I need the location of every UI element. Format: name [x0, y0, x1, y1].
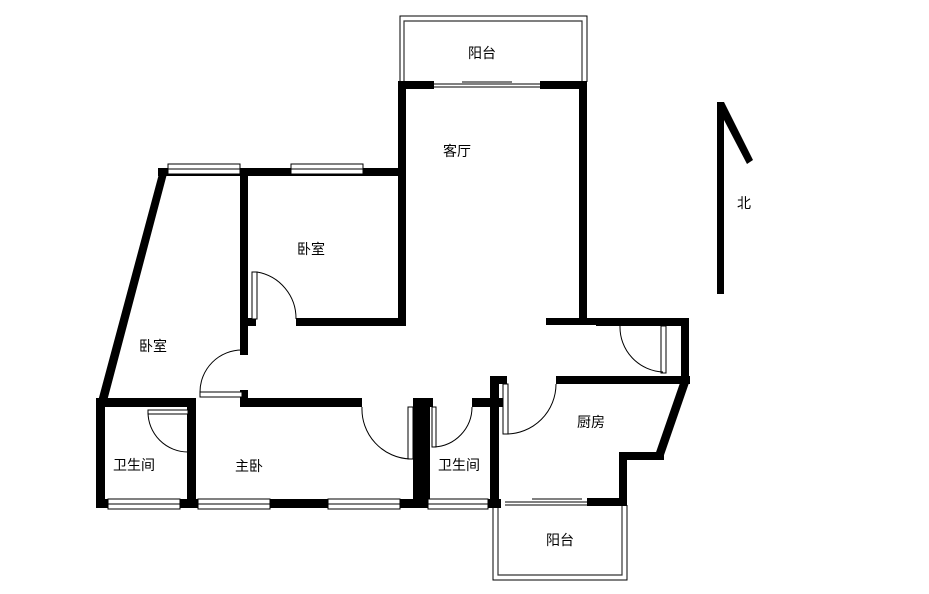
- label-kitchen: 厨房: [577, 415, 605, 431]
- label-living-room: 客厅: [443, 143, 471, 160]
- balcony-bottom-outline: [492, 505, 628, 581]
- windows: [107, 81, 587, 510]
- label-balcony-bottom: 阳台: [546, 533, 574, 549]
- label-bedroom-upper: 卧室: [297, 241, 325, 258]
- label-bathroom-left: 卫生间: [113, 458, 155, 474]
- label-master-bedroom: 主卧: [235, 459, 263, 475]
- label-balcony-top: 阳台: [468, 46, 496, 62]
- doors: [147, 271, 667, 460]
- north-arrow-icon: [717, 102, 753, 294]
- walls: [96, 81, 690, 508]
- balcony-top-outline: [399, 15, 588, 82]
- label-bathroom-mid: 卫生间: [438, 458, 480, 474]
- label-bedroom-left: 卧室: [139, 338, 167, 355]
- label-compass-north: 北: [737, 196, 751, 212]
